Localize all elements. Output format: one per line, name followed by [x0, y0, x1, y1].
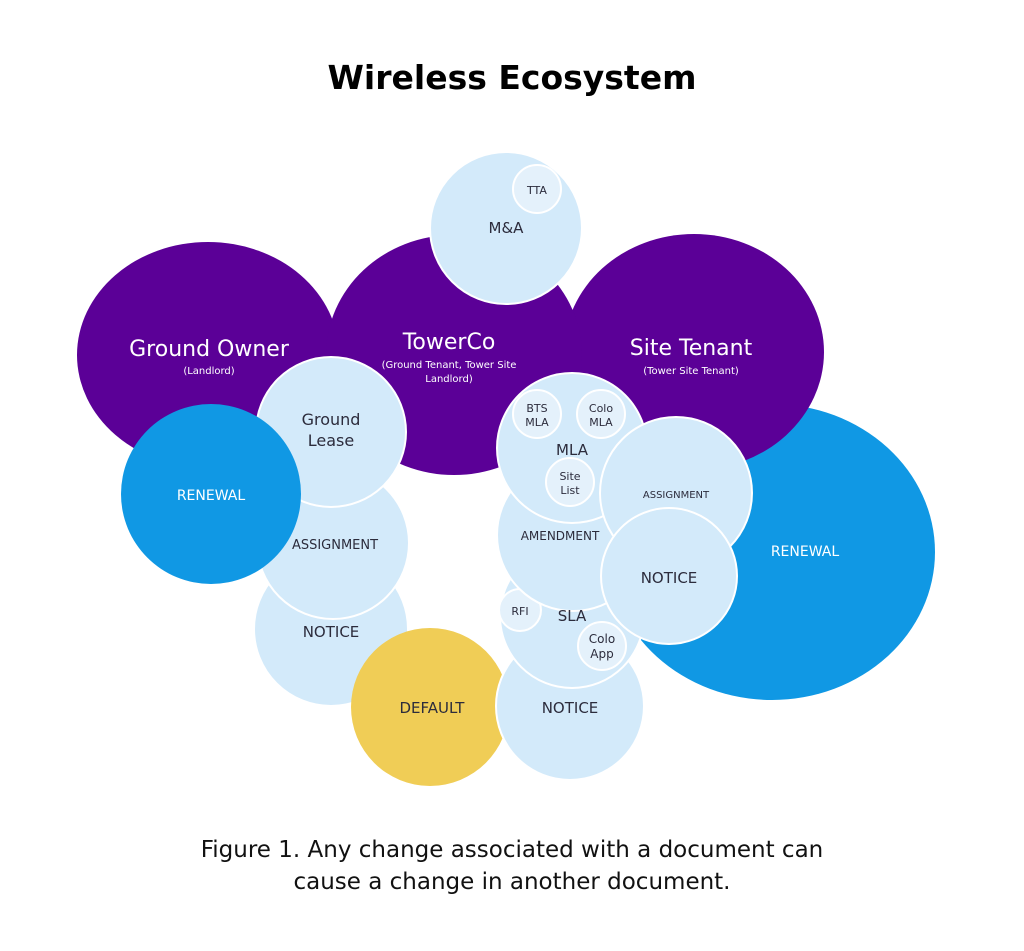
towerco-sublabel-1: (Ground Tenant, Tower Site: [382, 360, 517, 371]
colo-mla-label-1: Colo: [589, 402, 613, 415]
sla-label: SLA: [558, 607, 587, 625]
bts-mla-label-1: BTS: [526, 402, 547, 415]
bts-mla-label-2: MLA: [525, 416, 549, 429]
towerco-sublabel-2: Landlord): [425, 374, 473, 385]
caption-line-2: cause a change in another document.: [293, 869, 731, 895]
tta-label: TTA: [526, 184, 547, 197]
rfi-label: RFI: [511, 605, 528, 618]
colo-app-circle: [577, 621, 627, 671]
towerco-label: TowerCo: [402, 330, 496, 355]
ground-lease-label-1: Ground: [302, 410, 361, 429]
default-circle: [351, 628, 509, 786]
diagram-title: Wireless Ecosystem: [327, 58, 697, 97]
site-tenant-label: Site Tenant: [630, 336, 753, 361]
colo-mla-label-2: MLA: [589, 416, 613, 429]
renewal-left-label: RENEWAL: [177, 488, 246, 504]
renewal-right-label: RENEWAL: [771, 544, 840, 560]
ground-lease-label-2: Lease: [308, 431, 354, 450]
site-tenant-sublabel: (Tower Site Tenant): [643, 366, 739, 377]
site-list-label-2: List: [560, 484, 580, 497]
colo-mla-circle: [576, 389, 626, 439]
mla-label: MLA: [556, 441, 589, 459]
notice-bottom-label: NOTICE: [542, 699, 599, 717]
site-list-label-1: Site: [559, 470, 580, 483]
notice-right-label: NOTICE: [641, 569, 698, 587]
bts-mla-circle: [512, 389, 562, 439]
notice-left-label: NOTICE: [303, 623, 360, 641]
assignment-left-label: ASSIGNMENT: [292, 538, 378, 553]
renewal-left-circle: [121, 404, 301, 584]
tta-circle: [512, 164, 562, 214]
colo-app-label-1: Colo: [589, 632, 615, 646]
caption-line-1: Figure 1. Any change associated with a d…: [200, 837, 824, 863]
colo-app-label-2: App: [590, 647, 613, 661]
ground-owner-sublabel: (Landlord): [183, 366, 234, 377]
notice-right-circle: [600, 507, 738, 645]
assignment-right-label: ASSIGNMENT: [643, 490, 710, 501]
default-label: DEFAULT: [400, 699, 466, 717]
ma-label: M&A: [489, 219, 525, 237]
amendment-label: AMENDMENT: [521, 529, 600, 543]
figure-caption: Figure 1. Any change associated with a d…: [0, 834, 1024, 898]
ground-owner-label: Ground Owner: [129, 337, 290, 362]
site-list-circle: [545, 457, 595, 507]
